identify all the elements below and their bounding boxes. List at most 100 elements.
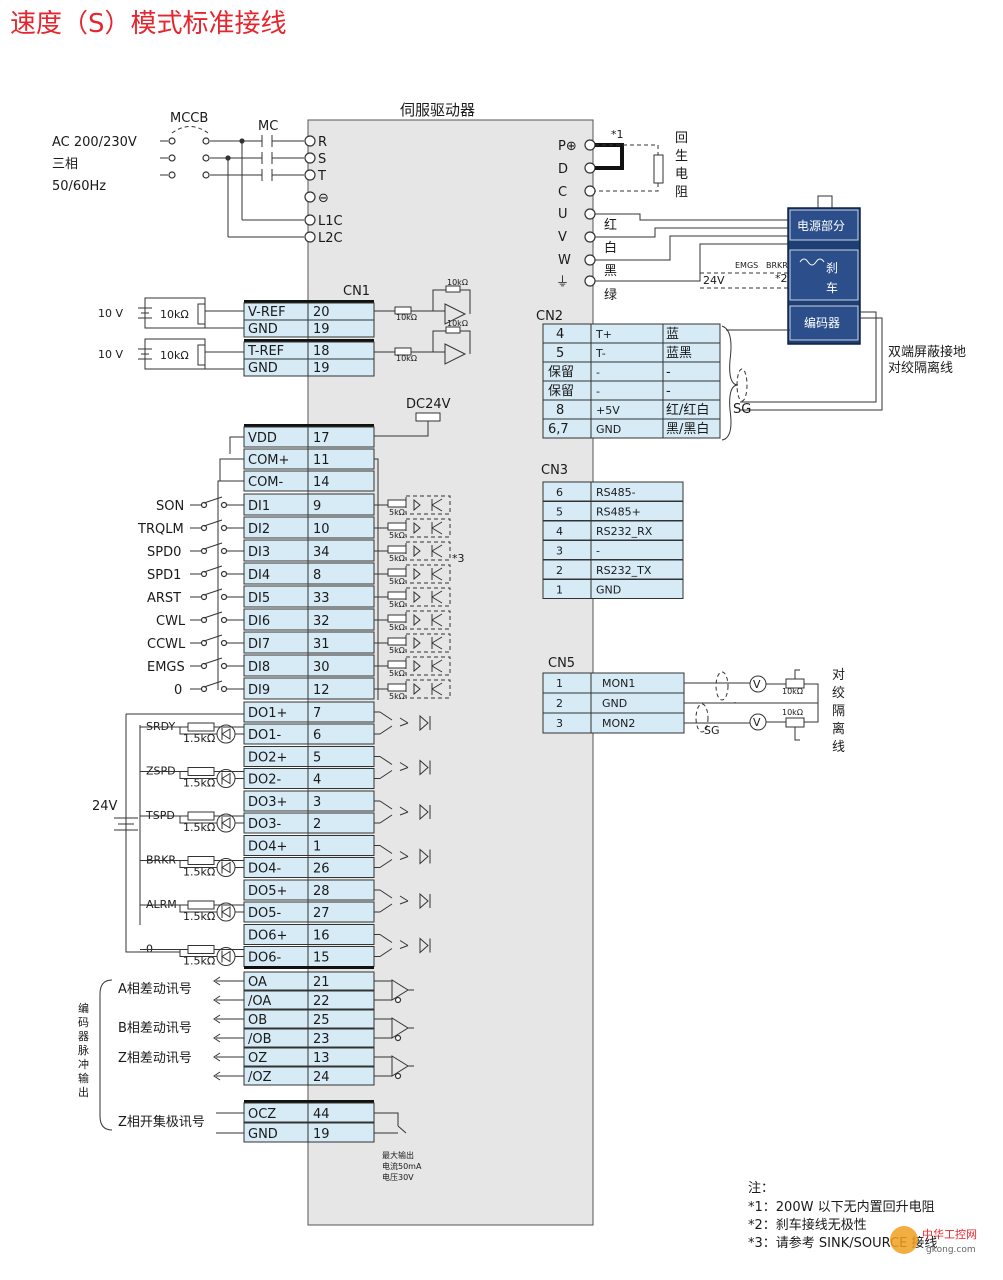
cn2-wire-color: -: [666, 365, 671, 380]
cn1-pin-name: DI9: [248, 683, 270, 698]
cn2-color-cell: [662, 361, 721, 382]
di-res-label: 5kΩ: [389, 623, 405, 632]
cn2-name: +5V: [596, 404, 620, 417]
do-wire: [179, 860, 244, 868]
do-res-label: 1.5kΩ: [183, 777, 215, 790]
cn1-pin-number: 44: [313, 1107, 330, 1122]
cn1-pin-number: 20: [313, 305, 330, 320]
switch-contact: [220, 570, 228, 578]
cn1-pin-number: 1: [313, 840, 321, 855]
cn5-meter-icon: V: [753, 678, 761, 691]
opto-coupler-icon: [405, 587, 451, 607]
cn1-pin-name: COM+: [248, 453, 289, 468]
enc-arrow-icon: [213, 995, 244, 1005]
di-res-label: 5kΩ: [389, 692, 405, 701]
transistor-icon: [431, 659, 443, 673]
ground-icon: ⏚: [556, 275, 569, 290]
enc-arrow-icon: [213, 1014, 244, 1024]
cn5-res-label: 10kΩ: [782, 708, 803, 717]
do-wire: [179, 815, 244, 824]
terminal-minus-label: ⊖: [318, 191, 329, 206]
transistor-icon: [431, 682, 443, 696]
led-icon: [413, 590, 421, 604]
supply-voltage-label: AC 200/230V: [52, 135, 137, 150]
cn1-pin-number: 10: [313, 522, 330, 537]
do-opto-icon: [399, 848, 431, 865]
cn1-pin-name: OCZ: [248, 1107, 276, 1122]
switch-contact: [200, 570, 208, 578]
cn1-pin-number: 32: [313, 614, 330, 629]
switch-contact: [200, 639, 208, 647]
opto-coupler-icon: [405, 679, 451, 699]
cn1-pin-name: DI8: [248, 660, 270, 675]
diode-icon: [221, 861, 231, 874]
switch-blade: [203, 634, 223, 642]
cn3-pin: 4: [556, 525, 563, 538]
led-icon: [413, 498, 421, 512]
do-resistor: [187, 856, 215, 865]
cn1-pin-number: 23: [313, 1032, 330, 1047]
cn1-pin-number: 7: [313, 706, 321, 721]
cn1-pin-number: 34: [313, 545, 330, 560]
cn2-pin: 4: [556, 327, 564, 342]
cn1-pin-number: 24: [313, 1070, 330, 1085]
cn1-pin-name: GND: [248, 1127, 278, 1142]
cn1-pin-number: 11: [313, 453, 330, 468]
cn1-pin-name: DO5-: [248, 906, 282, 921]
switch-blade: [203, 565, 223, 573]
cn1-pin-number: 33: [313, 591, 330, 606]
pot-label: 10kΩ: [160, 349, 189, 362]
wire-color-white: 白: [604, 240, 617, 256]
do-supply-battery: [114, 713, 244, 953]
led-icon: [413, 636, 421, 650]
cn1-pin-number: 28: [313, 884, 330, 899]
cn5-sg-label: SG: [704, 724, 720, 737]
di-signal-label: EMGS: [147, 660, 185, 675]
cn1-pin-number: 19: [313, 322, 330, 337]
di-res-label: 5kΩ: [389, 554, 405, 563]
res-10k-label: 10kΩ: [396, 313, 417, 322]
opto-coupler-icon: [405, 633, 451, 653]
di-res-label: 5kΩ: [389, 508, 405, 517]
switch-blade: [203, 519, 223, 527]
cn5-label: CN5: [548, 656, 575, 671]
wire-color-green: 绿: [604, 288, 617, 303]
diode-icon: [221, 950, 231, 963]
cn1-pin-number: 19: [313, 361, 330, 376]
diode-icon: [221, 906, 231, 918]
ocz-note: 电压30V: [382, 1172, 414, 1182]
cn1-pin-number: 26: [313, 862, 330, 877]
cn5-pin: 3: [556, 717, 563, 730]
cn2-name: T+: [595, 328, 612, 341]
terminal-r-label: R: [318, 135, 327, 150]
led-icon: [413, 544, 421, 558]
di-resistor: [387, 683, 407, 692]
svg-text:中华工控网: 中华工控网: [922, 1227, 977, 1241]
do-transistor-icon: [374, 800, 393, 824]
cn1-ocz-rows: OCZ 44 GND 19: [243, 1102, 375, 1143]
emgs-contact-label: EMGS: [735, 261, 758, 270]
cn1-pin-name: DI1: [248, 499, 270, 514]
cn2-wire-color: 红/红白: [666, 402, 709, 418]
terminal-v-label: V: [558, 230, 567, 245]
cn3-name: RS485-: [596, 486, 636, 499]
brkr-contact-label: BRKR: [766, 261, 788, 270]
cn5-pin-cell: [542, 692, 592, 714]
enc-arrow-icon: [213, 1033, 244, 1043]
cn2-color-cell: [662, 418, 721, 439]
regen-label-char: 回: [675, 131, 688, 146]
regen-label-char: 生: [675, 149, 688, 164]
cn1-pin-name: DI7: [248, 637, 270, 652]
regen-label-char: 电: [675, 167, 688, 182]
switch-blade: [203, 496, 223, 504]
cn3-pin-cell: [542, 501, 592, 521]
switch-contact: [220, 547, 228, 555]
servo-motor: 电源部分 刹 车 编码器: [787, 195, 861, 345]
enc-signal-label: Z相差动讯号: [118, 1051, 192, 1066]
di-note-mark: *3: [452, 552, 465, 565]
cn2-name: T-: [595, 347, 606, 360]
cn2-wire-color: 蓝: [666, 327, 679, 342]
switch-contact: [220, 616, 228, 624]
notes-head: 注：: [748, 1181, 774, 1196]
do-opto-icon: [399, 937, 431, 954]
